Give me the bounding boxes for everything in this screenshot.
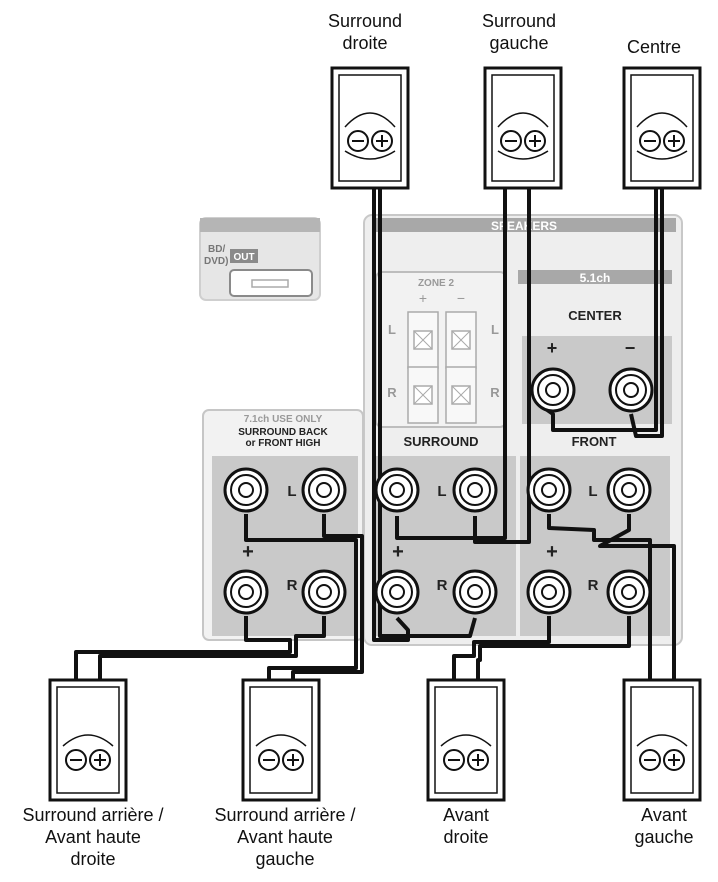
hdmi-port — [251, 279, 289, 288]
svg-text:L: L — [287, 483, 296, 500]
svg-text:+: + — [392, 541, 404, 563]
svg-text:L: L — [588, 483, 597, 500]
speaker-back-left — [241, 678, 321, 802]
svg-text:+: + — [419, 290, 427, 306]
zone2-terminals — [407, 311, 477, 424]
svg-text:L: L — [491, 322, 499, 337]
hdmi-out-label: OUT — [233, 252, 254, 263]
svg-text:−: − — [457, 290, 465, 306]
wire-front-right — [452, 616, 631, 750]
center-minus-post — [608, 367, 654, 413]
front-r-plus-post — [526, 569, 572, 615]
svg-text:R: R — [387, 385, 397, 400]
back-l-plus-post — [223, 467, 269, 513]
surround-r-minus-post — [452, 569, 498, 615]
front-l-minus-post — [606, 467, 652, 513]
hdmi-partial-label-2: DVD) — [204, 256, 228, 267]
use-only-label: 7.1ch USE ONLY — [244, 414, 323, 425]
terminal-marks: L R + L R + L R + — [242, 483, 598, 594]
wire-front-left — [547, 514, 676, 750]
front-l-plus-post — [526, 467, 572, 513]
svg-text:+: + — [242, 541, 254, 563]
hdmi-partial-label-1: BD/ — [208, 244, 225, 255]
back-l-minus-post — [301, 467, 347, 513]
speaker-back-right — [48, 678, 128, 802]
svg-text:R: R — [437, 577, 448, 594]
speaker-center — [622, 66, 702, 190]
speaker-surround-right — [330, 66, 410, 190]
zone2-post — [407, 311, 439, 369]
back-r-minus-post — [301, 569, 347, 615]
svg-text:−: − — [625, 338, 636, 358]
svg-text:L: L — [437, 483, 446, 500]
zone2-post — [445, 366, 477, 424]
surround-l-plus-post — [374, 467, 420, 513]
svg-text:R: R — [588, 577, 599, 594]
svg-text:+: + — [547, 338, 558, 358]
surround-l-minus-post — [452, 467, 498, 513]
caption-center: Centre — [626, 37, 682, 57]
speaker-front-right — [426, 678, 506, 802]
svg-text:R: R — [490, 385, 500, 400]
ch51-label: 5.1ch — [580, 271, 611, 285]
hdmi-panel: OUT BD/ DVD) — [199, 217, 321, 301]
speaker-boxes — [48, 66, 702, 802]
speaker-surround-left — [483, 66, 563, 190]
center-plus-post — [530, 367, 576, 413]
back-label-1: SURROUND BACK — [238, 427, 328, 438]
speaker-front-left — [622, 678, 702, 802]
zone2-label: ZONE 2 — [418, 278, 455, 289]
center-label: CENTER — [568, 308, 622, 323]
zone2-post — [407, 366, 439, 424]
surround-label: SURROUND — [403, 434, 478, 449]
zone2-post — [445, 311, 477, 369]
svg-text:L: L — [388, 322, 396, 337]
speakers-header: SPEAKERS — [491, 219, 557, 233]
back-r-plus-post — [223, 569, 269, 615]
binding-posts — [223, 367, 654, 615]
back-label-2: or FRONT HIGH — [246, 438, 321, 449]
svg-text:R: R — [287, 577, 298, 594]
front-label: FRONT — [572, 434, 617, 449]
svg-text:+: + — [546, 541, 558, 563]
wire-back-right — [74, 616, 326, 750]
surround-r-plus-post — [374, 569, 420, 615]
front-r-minus-post — [606, 569, 652, 615]
